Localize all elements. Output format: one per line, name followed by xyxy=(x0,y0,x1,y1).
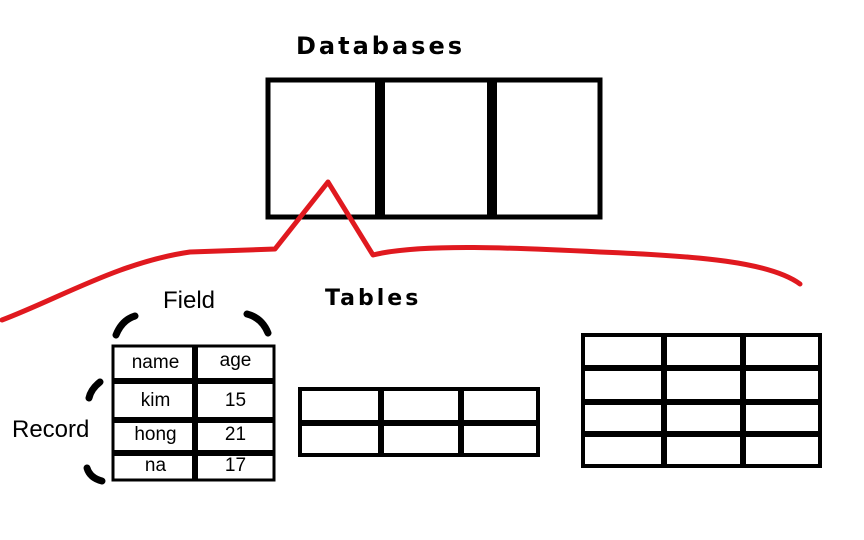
column-header-age: age xyxy=(219,350,252,371)
small-table xyxy=(298,387,540,457)
database-box xyxy=(265,77,603,220)
record-bracket-top xyxy=(85,378,104,402)
field-label: Field xyxy=(163,287,216,314)
record-label: Record xyxy=(12,416,90,443)
large-table xyxy=(581,333,822,468)
table-cell: hong xyxy=(134,424,177,445)
table-cell: 17 xyxy=(224,455,247,476)
database-box-outline xyxy=(265,77,603,220)
example-table-grid xyxy=(111,344,276,482)
record-bracket-bottom xyxy=(83,464,106,485)
field-bracket-right xyxy=(243,310,272,337)
field-bracket-left xyxy=(112,312,139,339)
databases-title: Databases xyxy=(296,32,466,60)
connector-line xyxy=(0,179,803,323)
table-cell: 21 xyxy=(224,424,247,445)
tables-title: Tables xyxy=(325,286,422,311)
table-cell: kim xyxy=(140,390,171,411)
column-header-name: name xyxy=(131,352,180,373)
table-cell: 15 xyxy=(224,390,247,411)
table-cell: na xyxy=(144,455,167,476)
